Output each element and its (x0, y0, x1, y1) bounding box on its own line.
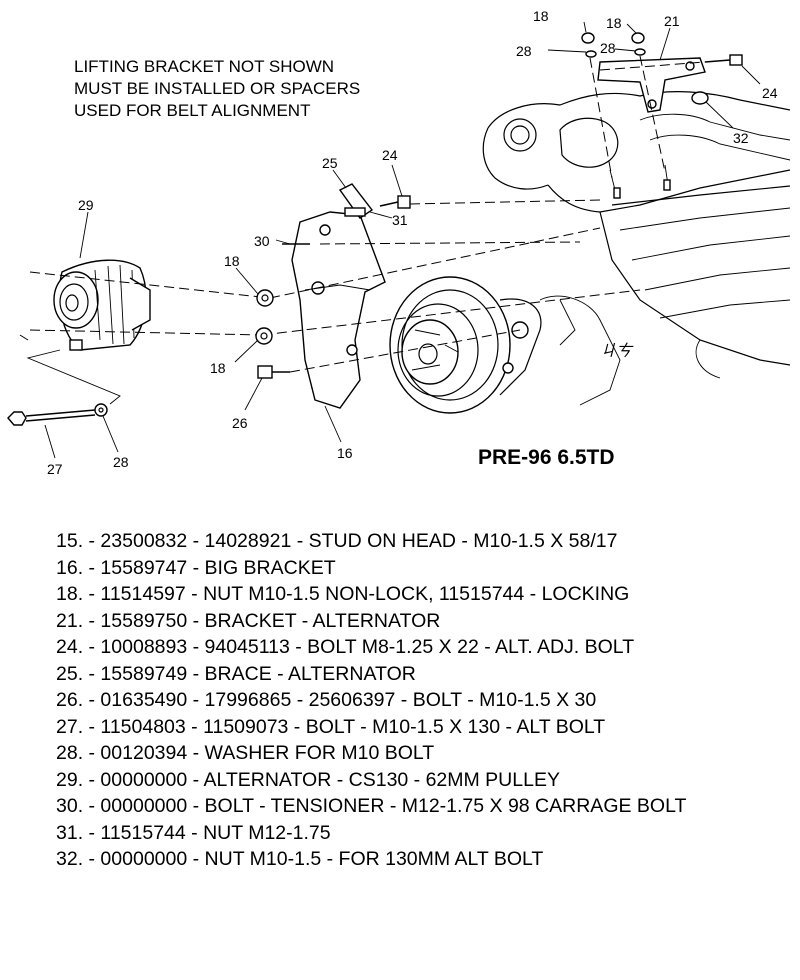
callout-numbers: 18 18 28 28 21 24 32 25 24 31 30 29 18 1… (47, 8, 778, 477)
bracket-21 (597, 57, 706, 199)
alternator-29 (53, 259, 151, 351)
callout-26: 26 (232, 415, 248, 431)
crankshaft-damper (389, 276, 542, 414)
parts-list-item: 30. - 00000000 - BOLT - TENSIONER - M12-… (56, 795, 687, 817)
nuts-18-and-bolt-26 (255, 289, 290, 379)
parts-list-item: 29. - 00000000 - ALTERNATOR - CS130 - 62… (56, 768, 560, 791)
callout-leaders (44, 21, 761, 459)
parts-list: 15. - 23500832 - 14028921 - STUD ON HEAD… (56, 528, 796, 873)
parts-list-item: 24. - 10008893 - 94045113 - BOLT M8-1.25… (56, 636, 635, 658)
callout-25: 25 (322, 155, 338, 171)
svg-text:ㄐㄘ: ㄐㄘ (600, 342, 634, 360)
parts-list-item: 26. - 01635490 - 17996865 - 25606397 - B… (56, 689, 597, 711)
bolt-27-washer-28 (7, 403, 108, 426)
note-line: USED FOR BELT ALIGNMENT (74, 101, 311, 120)
callout-18-top-left: 18 (533, 8, 549, 24)
note-line: LIFTING BRACKET NOT SHOWN (74, 57, 335, 76)
parts-list-item: 31. - 11515744 - NUT M12-1.75 (56, 821, 331, 844)
parts-list-item: 16. - 15589747 - BIG BRACKET (56, 556, 336, 579)
main-bracket-16 (291, 211, 386, 409)
callout-32: 32 (733, 130, 749, 146)
callout-24-center: 24 (382, 147, 398, 163)
alignment-lines (19, 199, 641, 405)
parts-list-item: 28. - 00120394 - WASHER FOR M10 BOLT (56, 742, 435, 764)
brace-25 (282, 183, 411, 245)
exploded-parts-diagram: ㄐㄘ (7, 8, 791, 477)
parts-list-item: 21. - 15589750 - BRACKET - ALTERNATOR (56, 609, 441, 632)
callout-28-top-right: 28 (600, 40, 616, 56)
parts-list-item: 15. - 23500832 - 14028921 - STUD ON HEAD… (56, 530, 618, 552)
callout-16: 16 (337, 445, 353, 461)
callout-18-top-right: 18 (606, 15, 622, 31)
callout-27: 27 (47, 461, 63, 477)
top-nuts-washers (581, 32, 743, 179)
engine-block: ㄐㄘ (482, 91, 791, 406)
callout-21: 21 (664, 13, 680, 29)
parts-list-item: 32. - 00000000 - NUT M10-1.5 - FOR 130MM… (56, 848, 544, 870)
parts-list-item: 27. - 11504803 - 11509073 - BOLT - M10-1… (56, 715, 606, 738)
callout-29: 29 (78, 197, 94, 213)
parts-list-item: 18. - 11514597 - NUT M10-1.5 NON-LOCK, 1… (56, 583, 630, 605)
assembly-note: LIFTING BRACKET NOT SHOWN MUST BE INSTAL… (74, 56, 360, 122)
callout-18-mid-upper: 18 (224, 253, 240, 269)
callout-31: 31 (392, 212, 408, 228)
note-line: MUST BE INSTALLED OR SPACERS (74, 79, 361, 98)
callout-28-top-left: 28 (516, 43, 532, 59)
callout-18-mid-lower: 18 (210, 360, 226, 376)
callout-28-bottom: 28 (113, 454, 129, 470)
diagram-title: PRE-96 6.5TD (478, 446, 615, 469)
parts-list-item: 25. - 15589749 - BRACE - ALTERNATOR (56, 662, 416, 685)
callout-24-right: 24 (762, 85, 778, 101)
callout-30: 30 (254, 233, 270, 249)
